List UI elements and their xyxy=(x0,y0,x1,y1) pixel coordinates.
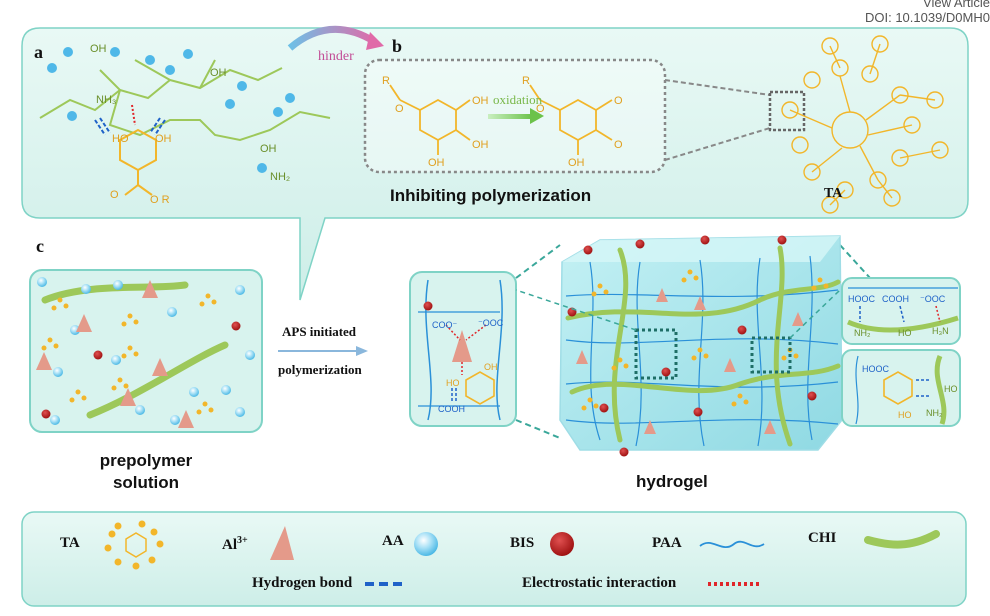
svg-text:NH₂: NH₂ xyxy=(270,171,290,183)
svg-text:OH: OH xyxy=(260,143,277,155)
svg-text:COOH: COOH xyxy=(882,294,909,304)
oxidation-arrowhead xyxy=(530,108,544,124)
detail-box-right-bottom: HOOC HO HO NH₂ xyxy=(841,349,961,427)
svg-text:OH: OH xyxy=(155,133,172,145)
svg-text:⁻OOC: ⁻OOC xyxy=(478,318,504,328)
svg-text:HO: HO xyxy=(446,378,460,388)
panel-c-label: c xyxy=(36,236,44,256)
aps-arrowhead xyxy=(356,346,368,356)
panel-b-label: b xyxy=(392,36,403,56)
svg-text:HOOC: HOOC xyxy=(862,364,890,374)
svg-text:HO: HO xyxy=(898,410,912,420)
hinder-label: hinder xyxy=(318,49,354,64)
panel-a-ions xyxy=(47,47,295,173)
cube-leader-3 xyxy=(839,244,871,279)
legend-hbond-label: Hydrogen bond xyxy=(252,575,353,591)
svg-text:COO⁻: COO⁻ xyxy=(432,320,458,330)
svg-text:HO: HO xyxy=(944,384,958,394)
svg-text:R: R xyxy=(382,75,390,87)
svg-text:OH: OH xyxy=(484,362,498,372)
svg-text:O: O xyxy=(110,189,119,201)
svg-text:O R: O R xyxy=(150,194,170,206)
top-panel xyxy=(21,27,969,301)
prepolymer-caption-line1: prepolymer xyxy=(99,451,193,470)
aps-label-line1: APS initiated xyxy=(282,324,357,339)
legend-ta-glyph xyxy=(104,520,164,570)
svg-text:OH: OH xyxy=(428,157,445,169)
svg-text:NH₂: NH₂ xyxy=(926,408,943,418)
oxidation-label: oxidation xyxy=(493,92,543,107)
zoom-region xyxy=(768,90,806,132)
svg-text:HO: HO xyxy=(112,133,129,145)
svg-text:OH: OH xyxy=(472,139,489,151)
svg-text:HO: HO xyxy=(898,328,912,338)
detail-box-right-top: HOOC COOH ⁻OOC NH₂ HO H₃N xyxy=(841,277,961,345)
hydrogel-caption: hydrogel xyxy=(636,472,708,491)
svg-text:O: O xyxy=(536,103,545,115)
svg-text:R: R xyxy=(522,75,530,87)
svg-text:OH: OH xyxy=(210,67,227,79)
oxidation-product xyxy=(529,84,613,155)
svg-text:OH: OH xyxy=(568,157,585,169)
svg-text:COOH: COOH xyxy=(438,404,465,414)
prepolymer-box xyxy=(29,269,263,433)
legend-paa-glyph xyxy=(699,540,765,549)
detail-box-left: COO⁻ ⁻OOC COOH HO OH xyxy=(409,271,517,427)
cube-leader-2 xyxy=(515,419,561,439)
svg-text:OH: OH xyxy=(90,43,107,55)
header: View Article DOI: 10.1039/D0MH0 xyxy=(865,0,990,25)
svg-text:O: O xyxy=(614,139,623,151)
hinder-arrowhead xyxy=(366,32,384,50)
prepolymer-caption: prepolymer solution xyxy=(30,450,262,494)
ta-molecule xyxy=(781,35,949,214)
cube-leader-1 xyxy=(515,244,561,279)
aps-label-line2: polymerization xyxy=(278,362,362,377)
panel-a-atom-labels: OH OH OH NH₂ NH₃ HO OH O O R xyxy=(90,43,290,206)
legend-chi-glyph xyxy=(864,530,940,549)
legend-al-sup: 3+ xyxy=(237,535,248,546)
legend-electro-label: Electrostatic interaction xyxy=(522,575,677,591)
legend-chi-label: CHI xyxy=(808,530,837,546)
panel-a-label: a xyxy=(34,42,43,62)
oxidation-arrow xyxy=(488,114,532,119)
svg-text:NH₂: NH₂ xyxy=(854,328,871,338)
oxidation-atoms: R O OH OH OH R O O O OH xyxy=(382,75,623,169)
zoom-leader-top xyxy=(664,79,771,96)
legend-ta-label: TA xyxy=(60,535,80,551)
prepolymer-caption-line2: solution xyxy=(112,473,180,492)
panel-a-structure xyxy=(39,59,331,196)
svg-text:H₃N: H₃N xyxy=(932,326,949,336)
legend-bis-glyph xyxy=(550,532,574,556)
legend-aa-glyph xyxy=(414,532,438,556)
zoom-leader-bottom xyxy=(664,127,771,161)
legend-bis-label: BIS xyxy=(510,535,535,551)
view-article-link[interactable]: View Article xyxy=(923,0,990,10)
ta-molecule-label: TA xyxy=(824,186,843,201)
doi-text: DOI: 10.1039/D0MH0 xyxy=(864,10,990,25)
legend-al-label: Al3+ xyxy=(222,535,248,554)
inhibiting-caption: Inhibiting polymerization xyxy=(390,186,592,205)
svg-text:⁻OOC: ⁻OOC xyxy=(920,294,946,304)
legend-aa-label: AA xyxy=(382,533,404,549)
svg-text:O: O xyxy=(614,95,623,107)
oxidation-reactant xyxy=(389,84,471,155)
svg-text:NH₃: NH₃ xyxy=(96,94,116,106)
svg-text:HOOC: HOOC xyxy=(848,294,876,304)
legend-paa-label: PAA xyxy=(652,535,682,551)
legend-panel xyxy=(21,511,967,607)
hinder-arrow xyxy=(287,26,377,51)
hydrogel-cube xyxy=(515,235,843,457)
legend-al-glyph xyxy=(270,526,294,560)
svg-text:O: O xyxy=(395,103,404,115)
svg-text:OH: OH xyxy=(472,95,489,107)
legend-al-text: Al xyxy=(222,537,237,553)
